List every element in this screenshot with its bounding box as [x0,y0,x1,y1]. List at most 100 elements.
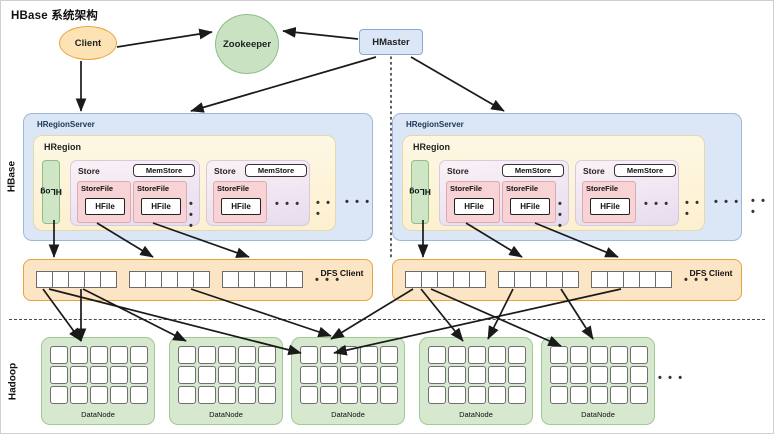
block [300,346,318,364]
datanode-4[interactable]: DataNode [541,337,655,425]
dfs-cell[interactable] [238,271,255,288]
block [448,366,466,384]
block [90,386,108,404]
dfs-cell[interactable] [639,271,656,288]
block [130,386,148,404]
dfs-cell-group[interactable] [591,271,672,288]
block [218,366,236,384]
dfs-client-0[interactable]: • • • DFS Client [23,259,373,301]
datanode-block-grid [178,346,276,404]
block [428,366,446,384]
storefile-1-1-0[interactable]: StoreFile HFile [582,181,636,223]
dfs-ellipsis: • • • [315,274,341,286]
region-server-0[interactable]: HRegionServer HRegion HLog Store MemStor… [23,113,373,241]
dfs-cell[interactable] [254,271,271,288]
hfile-box[interactable]: HFile [510,198,550,215]
dfs-cell[interactable] [655,271,672,288]
hfile-box[interactable]: HFile [141,198,181,215]
dfs-cell[interactable] [222,271,239,288]
block [178,366,196,384]
block [488,366,506,384]
dfs-cell[interactable] [421,271,438,288]
dfs-cell[interactable] [84,271,101,288]
block [488,386,506,404]
dfs-cell[interactable] [270,271,287,288]
block [110,386,128,404]
dfs-cell[interactable] [453,271,470,288]
dfs-cell[interactable] [546,271,563,288]
dfs-cell[interactable] [52,271,69,288]
dfs-cell[interactable] [100,271,117,288]
dfs-cell-group[interactable] [36,271,117,288]
dfs-cell[interactable] [177,271,194,288]
dfs-client-1[interactable]: • • • DFS Client [392,259,742,301]
dfs-cell[interactable] [193,271,210,288]
hlog-box[interactable]: HLog [409,160,431,224]
dfs-cell[interactable] [562,271,579,288]
datanode-2[interactable]: DataNode [291,337,405,425]
store-ellipsis: • • • [644,198,670,210]
datanode-0[interactable]: DataNode [41,337,155,425]
edge-hmaster-regionserver0 [190,56,377,113]
hfile-box[interactable]: HFile [85,198,125,215]
dfs-cell-group[interactable] [405,271,486,288]
dfs-cell-group[interactable] [222,271,303,288]
store-ellipsis: • • • [558,198,564,232]
dfs-cell[interactable] [607,271,624,288]
dfs-cell[interactable] [514,271,531,288]
block [468,386,486,404]
hfile-box[interactable]: HFile [221,198,261,215]
block [238,366,256,384]
dfs-cell[interactable] [530,271,547,288]
hlog-box[interactable]: HLog [40,160,62,224]
hfile-box[interactable]: HFile [590,198,630,215]
storefile-0-0-0[interactable]: StoreFile HFile [77,181,131,223]
memstore-1-1[interactable]: MemStore [614,164,676,177]
dfs-cell[interactable] [36,271,53,288]
dfs-cell[interactable] [498,271,515,288]
block [570,366,588,384]
datanode-1[interactable]: DataNode [169,337,283,425]
block [590,386,608,404]
memstore-1-0[interactable]: MemStore [502,164,564,177]
store-0-0[interactable]: Store MemStore StoreFile HFile StoreFile… [70,160,200,232]
store-ellipsis: • • • [189,198,195,232]
region-server-title: HRegionServer [406,120,464,129]
storefile-title: StoreFile [81,184,114,193]
storefile-title: StoreFile [450,184,483,193]
node-hmaster[interactable]: HMaster [359,29,423,55]
dfs-cell[interactable] [161,271,178,288]
dfs-cell[interactable] [129,271,146,288]
node-zookeeper[interactable]: Zookeeper [215,14,279,74]
dfs-cell[interactable] [68,271,85,288]
block [340,366,358,384]
storefile-1-0-1[interactable]: StoreFile HFile [502,181,556,223]
region-server-1[interactable]: HRegionServer HRegion HLog Store MemStor… [392,113,742,241]
dfs-cell[interactable] [145,271,162,288]
dfs-cell[interactable] [405,271,422,288]
node-client[interactable]: Client [59,26,117,60]
store-1-0[interactable]: Store MemStore StoreFile HFile StoreFile… [439,160,569,232]
storefile-0-0-1[interactable]: StoreFile HFile [133,181,187,223]
memstore-0-0[interactable]: MemStore [133,164,195,177]
dfs-cell[interactable] [469,271,486,288]
dfs-cell[interactable] [286,271,303,288]
dfs-cell[interactable] [623,271,640,288]
store-0-1[interactable]: Store MemStore StoreFile HFile • • • [206,160,310,226]
block [380,366,398,384]
store-1-1[interactable]: Store MemStore StoreFile HFile • • • [575,160,679,226]
hfile-box[interactable]: HFile [454,198,494,215]
storefile-0-1-0[interactable]: StoreFile HFile [213,181,267,223]
block [70,366,88,384]
memstore-0-1[interactable]: MemStore [245,164,307,177]
block [110,366,128,384]
datanode-3[interactable]: DataNode [419,337,533,425]
dfs-cell-group[interactable] [498,271,579,288]
dfs-cell[interactable] [437,271,454,288]
block [130,366,148,384]
dfs-cell-group[interactable] [129,271,210,288]
dfs-cell[interactable] [591,271,608,288]
block [630,386,648,404]
storefile-1-0-0[interactable]: StoreFile HFile [446,181,500,223]
